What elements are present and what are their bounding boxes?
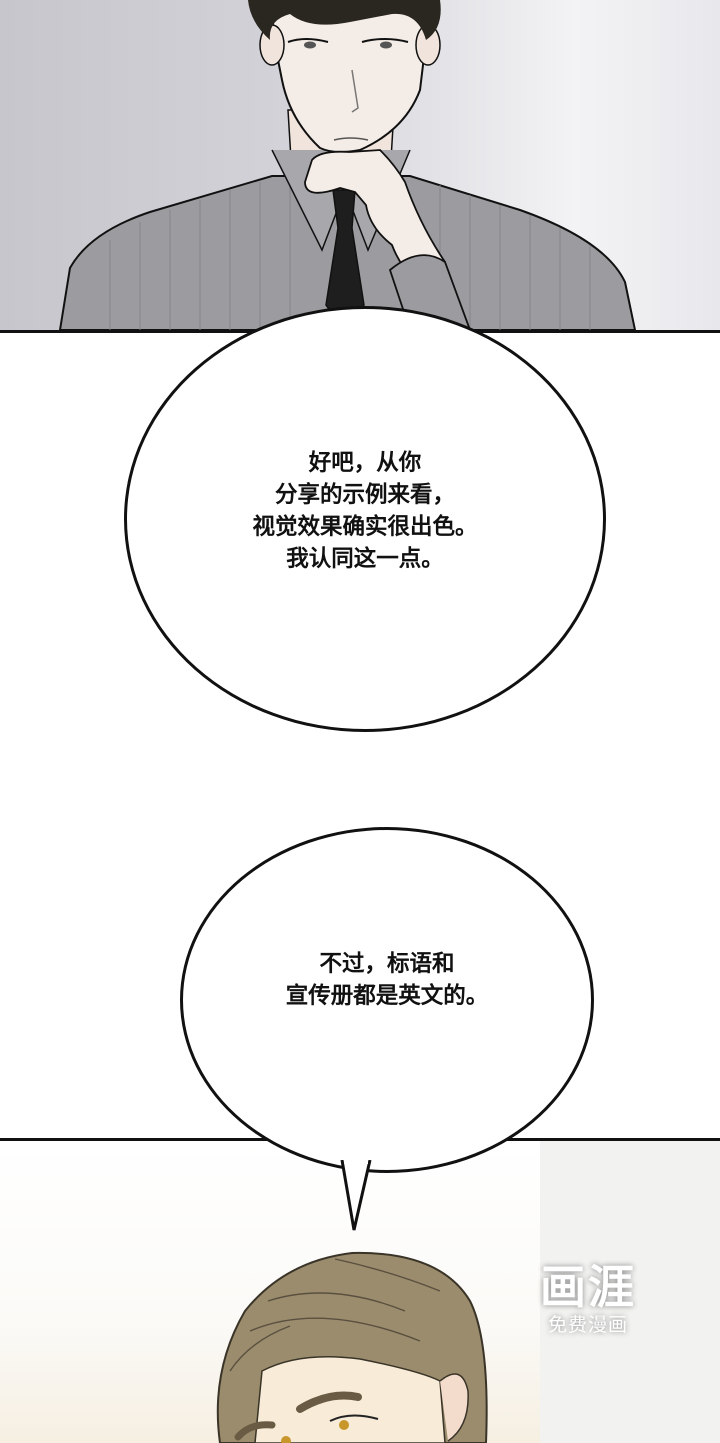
tilting-head-man-illustration	[216, 1141, 720, 1443]
speech-bubble-1-text: 好吧，从你 分享的示例来看， 视觉效果确实很出色。 我认同这一点。	[252, 450, 478, 572]
watermark: 画涯 免费漫画	[540, 1262, 636, 1338]
comic-panel-top	[0, 0, 720, 333]
speech-bubble-2: 不过，标语和 宣传册都是英文的。	[180, 827, 594, 1173]
watermark-logo: 画涯	[540, 1260, 636, 1314]
speech-bubble-2-text: 不过，标语和 宣传册都是英文的。	[285, 951, 489, 1009]
speech-bubble-2-tail	[340, 1160, 372, 1231]
thinking-man-illustration	[58, 0, 637, 330]
watermark-subtitle: 免费漫画	[547, 1314, 628, 1336]
speech-bubble-1: 好吧，从你 分享的示例来看， 视觉效果确实很出色。 我认同这一点。	[124, 306, 606, 732]
